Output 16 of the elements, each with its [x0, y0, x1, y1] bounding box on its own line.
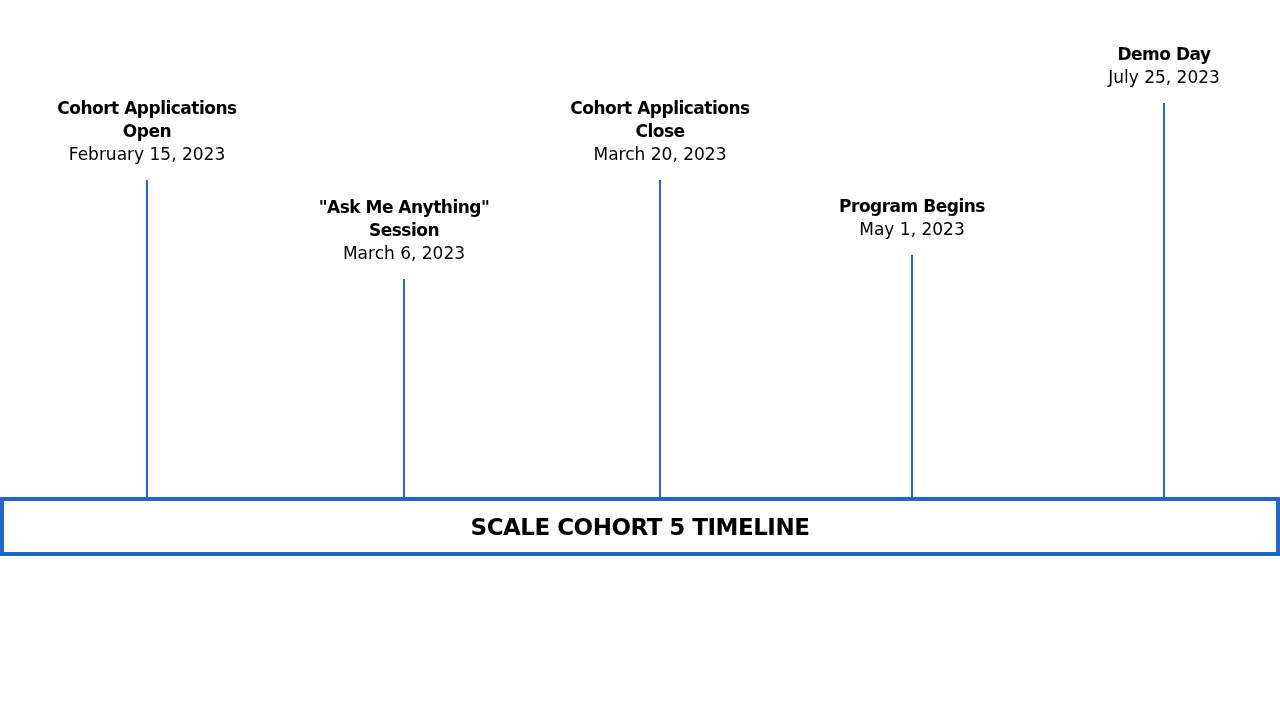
milestone-title: Program Begins	[839, 195, 985, 218]
title-bar: SCALE COHORT 5 TIMELINE	[0, 497, 1280, 556]
milestone-title: "Ask Me Anything" Session	[317, 196, 491, 242]
milestone-date: March 6, 2023	[342, 242, 466, 265]
milestone-date: February 15, 2023	[68, 143, 226, 166]
connector-line	[1163, 102, 1165, 498]
milestone-date: May 1, 2023	[859, 218, 965, 241]
milestone-title: Demo Day	[1117, 43, 1211, 66]
milestone-title: Cohort Applications Open	[56, 97, 238, 143]
connector-line	[659, 179, 661, 498]
milestone-date: July 25, 2023	[1108, 66, 1220, 89]
connector-line	[911, 254, 913, 498]
connector-line	[146, 179, 148, 498]
milestone-title: Cohort Applications Close	[569, 97, 751, 143]
milestone-date: March 20, 2023	[593, 143, 727, 166]
connector-line	[403, 278, 405, 498]
